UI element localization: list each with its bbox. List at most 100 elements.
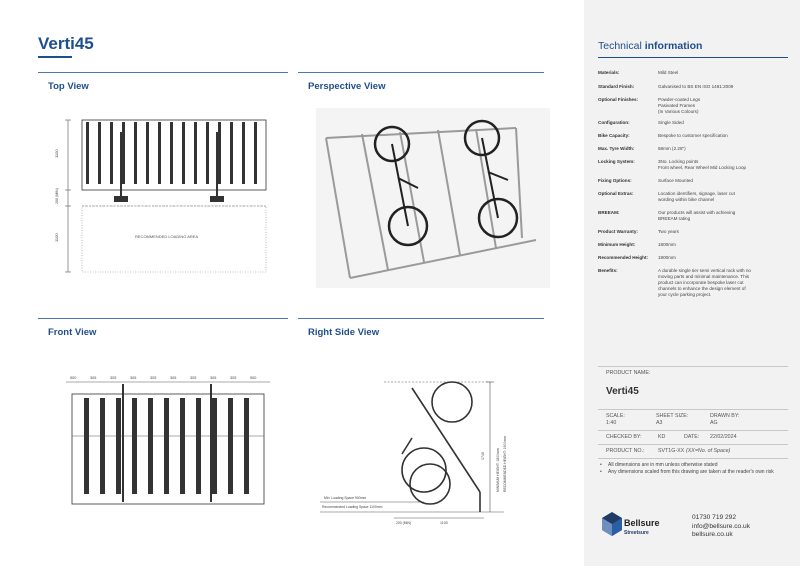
front-view-title: Front View (48, 327, 97, 338)
spacing-label: 305 (170, 376, 176, 380)
side-loading-min: Min. Loading Space 900mm (324, 496, 366, 500)
panel-divider (38, 72, 288, 73)
panel-divider (298, 72, 544, 73)
spacing-label: 305 (210, 376, 216, 380)
spacing-label: 305 (90, 376, 96, 380)
spec-value: Powder-coated Legs Pasivated Frames (In … (658, 97, 701, 114)
spec-value: Galvanised to BS EN ISO 1461:2009 (658, 84, 734, 89)
front-view-drawing: 500 305 305 305 305 305 305 305 305 500 (66, 376, 270, 505)
page-title: Verti45 (38, 34, 94, 53)
spec-key: Materials: (598, 70, 620, 75)
spec-key: BREEAM: (598, 210, 620, 215)
spacing-label: 500 (250, 376, 256, 380)
contact-block: 01730 719 292 info@bellsure.co.uk bellsu… (692, 514, 750, 540)
spec-value: Mild Steel (658, 70, 679, 75)
product-name: Verti45 (606, 386, 639, 397)
top-view-drawing: 1100 200 (MIN) 1100 RECOMMENDED LOADING … (54, 119, 267, 273)
scale-label: SCALE: (606, 413, 625, 419)
note-item: Any dimensions scaled from this drawing … (598, 469, 788, 476)
note-item: All dimensions are in mm unless otherwis… (598, 462, 788, 469)
spec-key: Product Warranty: (598, 229, 638, 234)
date-value: 22/02/2024 (710, 434, 737, 440)
perspective-view-panel: Perspective View (298, 72, 550, 292)
bellsure-logo: Bellsure Streetsure (600, 508, 670, 544)
sheet-size-label: SHEET SIZE: (656, 413, 689, 419)
front-view-panel: Front View 500 305 305 305 305 305 305 3… (38, 318, 288, 544)
top-view-dim-1: 1100 (54, 149, 59, 158)
spec-key: Optional Extras: (598, 191, 634, 196)
info-column: Technical information Materials: Mild Ste… (584, 0, 800, 566)
spec-key: Configuration: (598, 120, 630, 125)
spacing-label: 305 (190, 376, 196, 380)
spec-key: Bike Capacity: (598, 133, 630, 138)
spacing-label: 305 (110, 376, 116, 380)
title-block-rule (598, 444, 788, 445)
spacing-label: 500 (70, 376, 76, 380)
bicycle-2 (463, 119, 519, 239)
spacing-label: 305 (130, 376, 136, 380)
spacing-label: 305 (150, 376, 156, 380)
checked-by-label: CHECKED BY: (606, 434, 642, 440)
spec-value: Location identifiers, signage, laser cut… (658, 191, 735, 202)
side-view-drawing: 1740 MINIMUM HEIGHT: 1800mm RECOMMENDED … (320, 381, 507, 525)
scale-value: 1:40 (606, 420, 617, 426)
checked-by-value: KD (658, 434, 666, 440)
top-view-title: Top View (48, 81, 89, 92)
brand-sub: Streetsure (624, 530, 649, 536)
spec-key: Standard Finish: (598, 84, 635, 89)
spec-value: Surface Mounted (658, 178, 693, 183)
side-min-height: MINIMUM HEIGHT: 1800mm (496, 448, 500, 492)
email[interactable]: info@bellsure.co.uk (692, 522, 751, 530)
product-name-label: PRODUCT NAME: (606, 370, 651, 376)
spec-value: 3No. Locking points Front wheel, Rear Wh… (658, 159, 747, 170)
product-no-note: (XX=No. of Space) (686, 448, 731, 454)
spec-value: 58mm (2.28") (658, 146, 686, 151)
date-label: DATE: (684, 434, 700, 440)
brand-name: Bellsure (624, 518, 660, 528)
website[interactable]: bellsure.co.uk (692, 531, 733, 538)
spec-value: A durable single tier semi vertical rack… (658, 268, 751, 297)
spec-value: Our products will assist with achieving … (658, 210, 736, 221)
spec-value: 1900mm (658, 255, 676, 260)
drawing-notes: All dimensions are in mm unless otherwis… (598, 462, 788, 475)
side-rec-height: RECOMMENDED HEIGHT: 1900mm (503, 436, 507, 492)
top-view-dim-2: 200 (MIN) (55, 188, 59, 204)
spec-key: Minimum Height: (598, 242, 636, 247)
spec-value: Single Sided (658, 120, 684, 125)
drawn-by-value: AG (710, 420, 718, 426)
side-offset: 200 (MIN) (396, 521, 411, 525)
side-height-dim: 1740 (481, 452, 485, 460)
spacing-label: 305 (230, 376, 236, 380)
spec-key: Fixing Options: (598, 178, 632, 183)
side-view-title: Right Side View (308, 327, 380, 338)
drawn-by-label: DRAWN BY: (710, 413, 740, 419)
top-view-dim-3: 1100 (54, 233, 59, 242)
product-no-label: PRODUCT NO.: (606, 448, 645, 454)
technical-rule (598, 57, 788, 58)
spec-key: Benefits: (598, 268, 618, 273)
side-depth: 1100 (440, 521, 448, 525)
spec-key: Locking System: (598, 159, 635, 164)
technical-heading-light: Technical (598, 40, 645, 52)
title-block-rule (598, 430, 788, 431)
logo-mark-icon: Bellsure Streetsure (602, 512, 660, 536)
product-no-value: SVT1G-XX (658, 448, 685, 454)
perspective-view-title: Perspective View (308, 81, 386, 92)
title-underline (38, 56, 72, 58)
title-block-bottom-rule (598, 458, 788, 459)
title-block-top-rule (598, 366, 788, 367)
loading-area-label: RECOMMENDED LOADING AREA (135, 234, 198, 239)
phone: 01730 719 292 (692, 514, 737, 521)
spec-key: Max. Tyre Width: (598, 146, 635, 151)
top-view-panel: Top View (38, 72, 288, 282)
sheet-size-value: A3 (656, 420, 663, 426)
side-loading-rec: Recommended Loading Space 1100mm (322, 505, 383, 509)
spec-value: Bespoke to customer specification (658, 133, 728, 138)
perspective-drawing (316, 108, 550, 288)
panel-divider (298, 318, 544, 319)
bicycle-1 (373, 125, 429, 247)
spec-value: Two years (658, 229, 679, 234)
spec-value: 1800mm (658, 242, 676, 247)
technical-heading: Technical information (598, 40, 702, 52)
technical-heading-bold: information (644, 40, 703, 52)
